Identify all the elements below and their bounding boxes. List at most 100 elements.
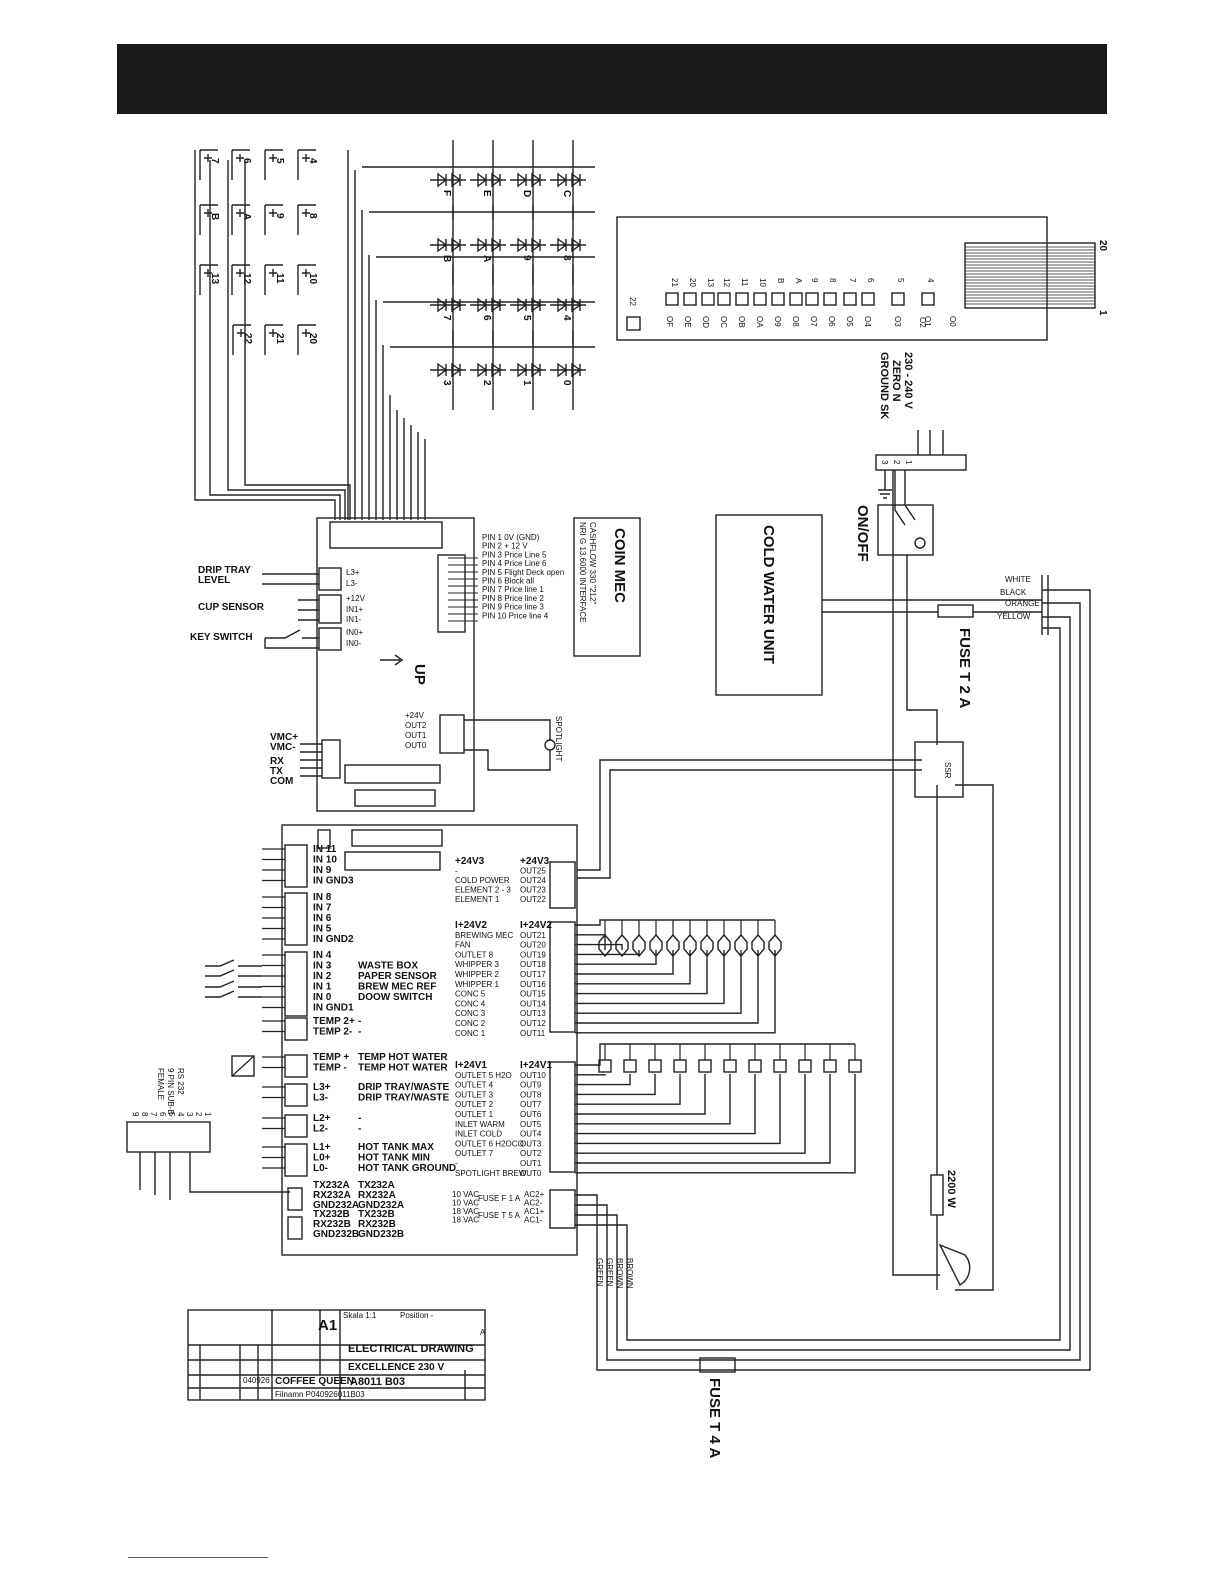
coin-pin-label: PIN 7 Price line 1 [482,585,544,594]
rs-label: GND232B [313,1229,359,1240]
output-pin: OUT1 [520,1159,542,1168]
coin-pin-label: PIN 10 Price line 4 [482,611,549,620]
input-desc: PAPER SENSOR [358,971,437,982]
push-button [297,204,316,235]
diode-pair [550,205,586,285]
diode-pair [550,140,586,220]
output-pin: OUT21 [520,931,546,940]
input-label: L0+ [313,1153,331,1164]
button-label: B [209,213,220,220]
ac-fuse: FUSE T 5 A [478,1211,521,1220]
load-valve [848,1059,862,1073]
diode-label: A [481,255,492,262]
rs-label: TX232B [313,1209,350,1220]
pin-top-label: A [794,278,803,284]
pin-top-label: 10 [758,278,767,287]
input-desc: - [358,1027,361,1038]
output-label: I+24V1 [455,1060,487,1071]
load-valve [798,1059,812,1073]
pin-top-label: 4 [926,278,935,283]
bottom-wire-label: BROWN [625,1258,634,1289]
fuse-t2: FUSE T 2 A [937,604,974,708]
wire-orange: ORANGE [1005,599,1040,608]
l3p-label: L3+ [346,568,360,577]
rs232-pin: 8 [140,1112,149,1117]
diode-pair [510,265,546,345]
position-label: Position - [400,1311,434,1320]
scale-label: Skala 1:1 [343,1311,377,1320]
ssr: SSR [914,741,964,798]
input-desc: TEMP HOT WATER [358,1052,448,1063]
rs232-pin: 7 [149,1112,158,1117]
output-pin: OUT3 [520,1139,542,1148]
ac-pin: AC2+ [524,1190,545,1199]
output-pin: OUT25 [520,867,546,876]
output-pin: OUT20 [520,941,546,950]
input-label: L3+ [313,1082,331,1093]
key-switch-label: KEY SWITCH [190,632,253,643]
rs232-sub-label: 9 PIN SUB-B [166,1068,175,1115]
output-label: - [455,1159,458,1168]
output-label: WHIPPER 2 [455,970,500,979]
ac-label: 10 VAC [452,1199,479,1208]
bottom-wire-label: GREEN [595,1258,604,1287]
diode-pair [430,205,466,285]
mains-wiring [596,470,1091,1371]
output-pin: OUT19 [520,950,546,959]
push-button [199,204,218,235]
coin-mec-sub1: CASHFLOW 330 "212" [588,522,597,604]
input-desc: - [358,1113,361,1124]
sheet-size: A1 [318,1317,337,1334]
input-label: IN GND3 [313,876,354,887]
title-block: A1 Skala 1:1 Position - A ELECTRICAL DRA… [187,1309,486,1401]
input-label: IN 9 [313,865,332,876]
spotlight-lamp [544,739,556,751]
load-valve [673,1059,687,1073]
rs-label: RX232A [313,1190,351,1201]
coin-mec: COIN MEC CASHFLOW 330 "212" NRI G 13.600… [573,517,641,657]
input-desc: WASTE BOX [358,961,418,972]
coin-pin-label: PIN 5 Flight Deck open [482,568,564,577]
in1p-label: IN1+ [346,605,363,614]
input-label: IN 10 [313,855,337,866]
l3m-label: L3- [346,579,358,588]
diode-pair [470,265,506,345]
output-label: I+24V2 [455,920,487,931]
button-label: 13 [209,273,220,285]
output-label: OUTLET 3 [455,1090,494,1099]
output-pin: OUT11 [520,1029,546,1038]
wire-black: BLACK [1000,588,1027,597]
input-label: IN 11 [313,844,337,855]
input-switch [205,990,262,998]
button-label: 8 [307,213,318,219]
load-valve [598,1059,612,1073]
ac-label: 18 VAC [452,1216,479,1225]
output-label: ELEMENT 1 [455,895,500,904]
output-label: OUTLET 6 H2OCO [455,1139,524,1148]
ssr-control-wires [577,759,922,879]
input-desc: HOT TANK GROUND [358,1163,456,1174]
button-label: 6 [241,158,252,164]
diode-pair [550,265,586,345]
pin-22-label: 22 [628,297,637,306]
pin-bottom-label: OB [737,316,746,328]
output-pin: OUT17 [520,970,546,979]
output-label: FAN [455,941,471,950]
pin-bottom-label: O7 [809,316,818,327]
output-pin: I+24V2 [520,920,552,931]
input-desc: - [358,1016,361,1027]
in1m-label: IN1- [346,615,361,624]
load-valve [698,1059,712,1073]
input-desc: DRIP TRAY/WASTE [358,1093,449,1104]
output-pin: OUT4 [520,1130,542,1139]
ac-label: 18 VAC [452,1207,479,1216]
pin-bottom-label: O9 [773,316,782,327]
output-label: CONC 3 [455,1009,486,1018]
rs-label: TX232A [313,1180,350,1191]
out1: OUT1 [405,731,427,740]
diode-label: 8 [561,255,572,261]
